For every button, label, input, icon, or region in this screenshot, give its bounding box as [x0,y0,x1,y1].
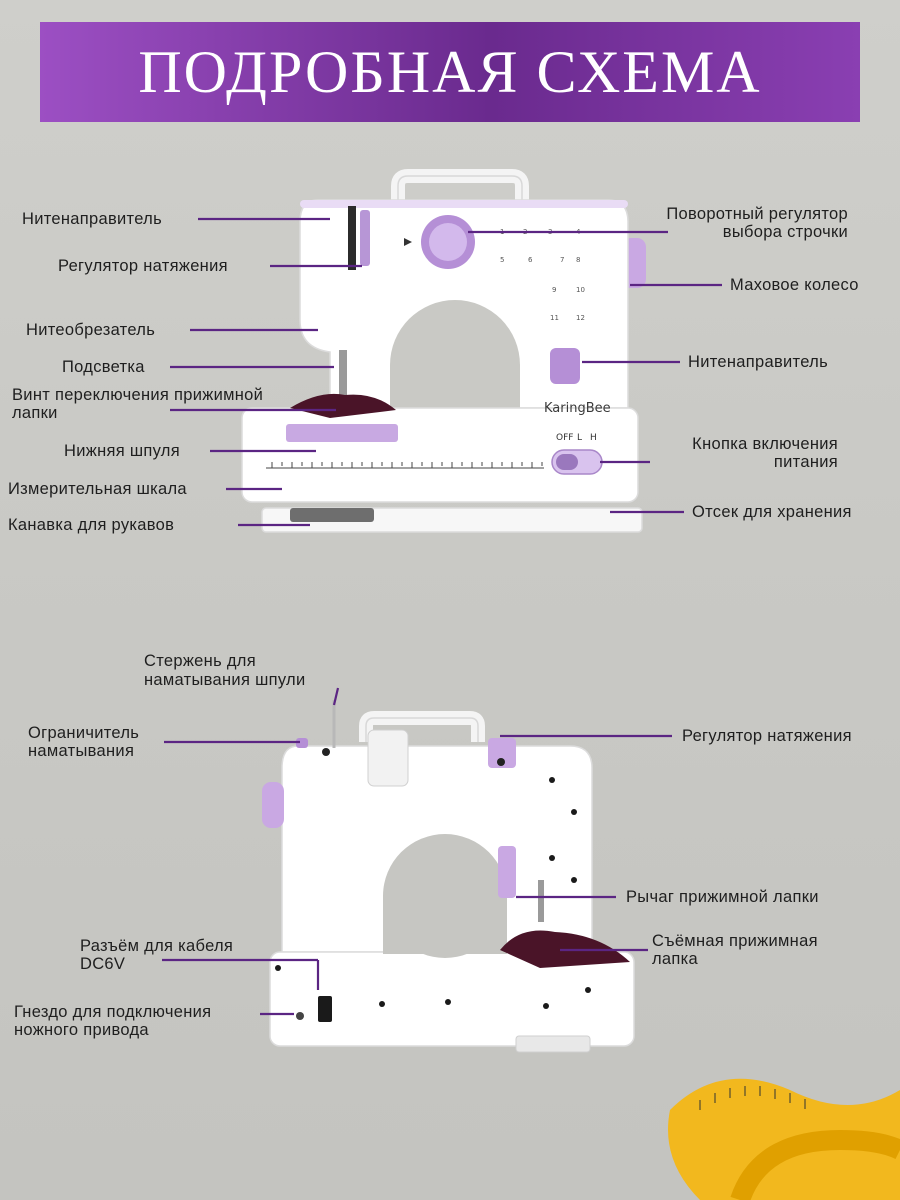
label-lower-bobbin: Нижняя шпуля [64,442,180,460]
back-machine-illustration [262,700,635,1053]
label-tension-regulator-back: Регулятор натяжения [682,727,852,745]
svg-text:7: 7 [560,256,564,264]
label-dc6v-jack: Разъём для кабеля DC6V [80,937,234,973]
label-presser-foot-lever: Рычаг прижимной лапки [626,888,819,906]
label-thread-cutter: Нитеобрезатель [26,321,156,339]
label-foot-pedal-socket: Гнездо для подключения ножного привода [14,1003,212,1039]
label-power-button: Кнопка включения питания [692,435,838,471]
svg-text:12: 12 [576,314,585,322]
title-banner: ПОДРОБНАЯ СХЕМА [40,22,860,122]
svg-text:8: 8 [576,256,580,264]
label-removable-presser-foot: Съёмная прижимная лапка [652,932,818,968]
svg-text:11: 11 [550,314,559,322]
label-tension-regulator-front: Регулятор натяжения [58,257,228,275]
svg-text:L: L [577,433,582,443]
label-bobbin-winder-spindle: Стержень для наматывания шпули [144,652,306,689]
label-light: Подсветка [62,358,145,376]
label-presser-foot-screw: Винт переключения прижимной лапки [12,386,264,422]
label-hand-wheel: Маховое колесо [730,276,859,294]
svg-text:5: 5 [500,256,504,264]
page-title: ПОДРОБНАЯ СХЕМА [138,39,762,105]
label-stitch-selector-dial: Поворотный регулятор выбора строчки [666,205,848,241]
label-measuring-scale: Измерительная шкала [8,480,187,498]
leader-lines [162,217,722,1016]
svg-text:OFF: OFF [556,433,573,443]
label-sleeve-groove: Канавка для рукавов [8,516,175,534]
svg-text:H: H [590,433,597,443]
svg-text:6: 6 [528,256,533,264]
brand-logo: KaringBee [544,401,611,416]
label-thread-guide-right: Нитенаправитель [688,353,828,371]
svg-text:9: 9 [552,286,556,294]
svg-text:10: 10 [576,286,585,294]
label-winding-stopper: Ограничитель наматывания [28,724,140,760]
measuring-tape-decoration [668,1078,900,1200]
label-storage-compartment: Отсек для хранения [692,503,852,521]
label-thread-guide-front: Нитенаправитель [22,210,162,228]
